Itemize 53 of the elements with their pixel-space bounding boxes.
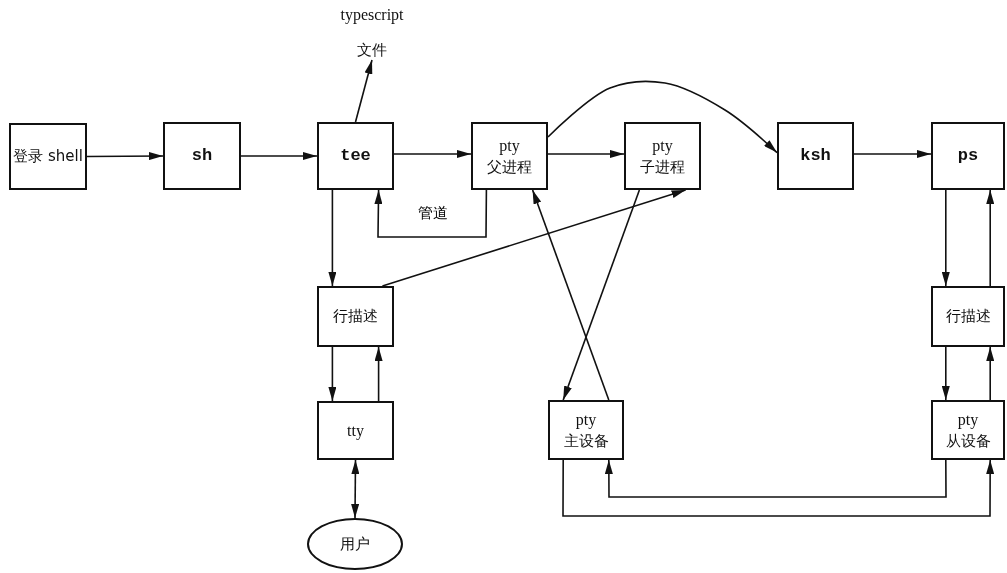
process-box: [471, 122, 548, 190]
arrow: [240, 152, 318, 160]
process-box: [163, 122, 241, 190]
arrow: [986, 346, 995, 401]
arrow: [853, 149, 932, 158]
process-box: [931, 400, 1005, 460]
process-box: [931, 286, 1005, 347]
file-label: 文件: [357, 39, 387, 60]
arrow: [986, 189, 995, 287]
node-label: 行描述: [945, 306, 991, 327]
node-label: 行描述: [333, 306, 378, 327]
node-label: sh: [191, 144, 213, 167]
node-label: 子进程: [640, 156, 685, 177]
node-label: tee: [340, 144, 371, 167]
file-label: typescript: [340, 5, 404, 26]
edge-label: 管道: [416, 204, 450, 223]
process-box: [931, 122, 1005, 190]
arrow: [604, 459, 947, 498]
node-label: 父进程: [487, 156, 532, 177]
node-label: 从设备: [945, 430, 991, 451]
process-box: [317, 122, 394, 190]
arrow: [562, 189, 641, 401]
arrow: [328, 189, 337, 287]
node-label: pty: [575, 410, 597, 431]
process-box: [9, 123, 87, 190]
node-label: pty: [652, 136, 673, 157]
arrow: [547, 149, 625, 158]
arrow: [374, 189, 488, 238]
arrow: [531, 189, 610, 401]
arrow: [941, 189, 950, 287]
process-box: [777, 122, 854, 190]
arrow: [328, 346, 337, 402]
arrow: [374, 346, 383, 402]
arrow: [562, 459, 995, 517]
node-label: 主设备: [563, 430, 609, 451]
arrow: [86, 152, 164, 161]
arrow: [381, 189, 687, 287]
node-label: ps: [957, 144, 979, 167]
process-box: [317, 286, 394, 347]
node-label: ksh: [800, 144, 831, 167]
arrow: [941, 346, 950, 401]
arrow: [393, 149, 472, 158]
process-box: [317, 401, 394, 460]
arrow: [351, 459, 360, 519]
node-label: 用户: [340, 533, 370, 555]
process-box: [548, 400, 624, 460]
node-label: 登录 shell: [13, 146, 83, 167]
node-label: pty: [957, 410, 979, 431]
node-label: tty: [347, 420, 364, 442]
process-box: [624, 122, 701, 190]
arrow: [547, 80, 778, 154]
node-label: pty: [499, 136, 520, 157]
arrow: [354, 59, 373, 123]
